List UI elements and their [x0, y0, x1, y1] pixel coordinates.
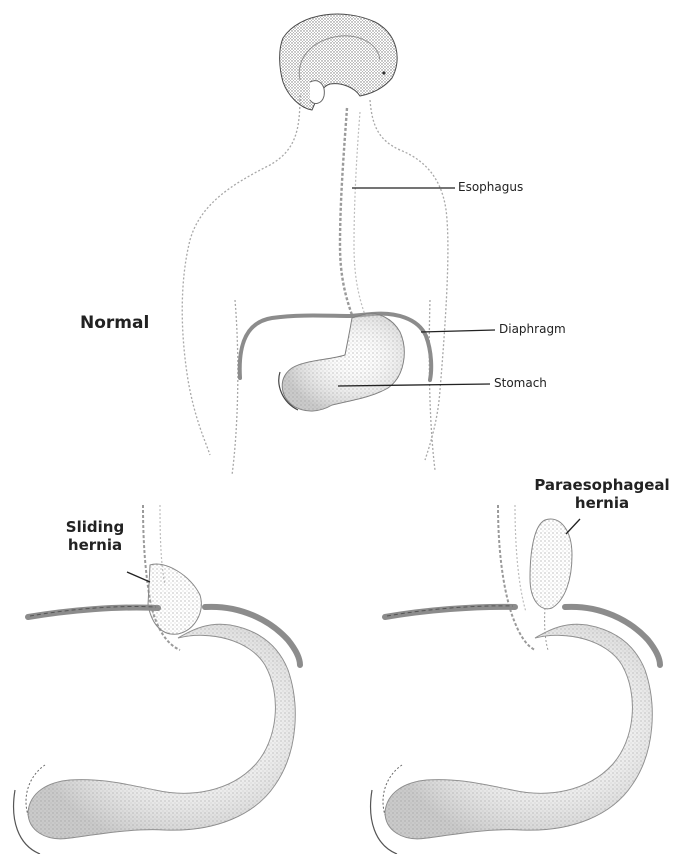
label-paraesophageal-hernia-line1: Paraesophageal — [522, 476, 682, 494]
label-sliding-hernia-line2: hernia — [40, 536, 150, 554]
paraesophageal-hernia-figure — [371, 505, 660, 854]
label-paraesophageal-hernia: Paraesophageal hernia — [522, 476, 682, 512]
label-esophagus: Esophagus — [458, 180, 523, 194]
esophagus-tube — [340, 108, 352, 315]
sliding-hernia-figure — [14, 505, 300, 854]
label-stomach: Stomach — [494, 376, 547, 390]
label-normal: Normal — [80, 313, 149, 333]
diaphragm-leader — [421, 330, 495, 332]
body-outline — [182, 95, 448, 475]
paraesophageal-hernia-leader — [566, 519, 580, 534]
label-paraesophageal-hernia-line2: hernia — [522, 494, 682, 512]
label-sliding-hernia-line1: Sliding — [40, 518, 150, 536]
label-sliding-hernia: Sliding hernia — [40, 518, 150, 554]
stomach-normal — [279, 314, 404, 411]
label-diaphragm: Diaphragm — [499, 322, 566, 336]
hair — [280, 14, 398, 110]
